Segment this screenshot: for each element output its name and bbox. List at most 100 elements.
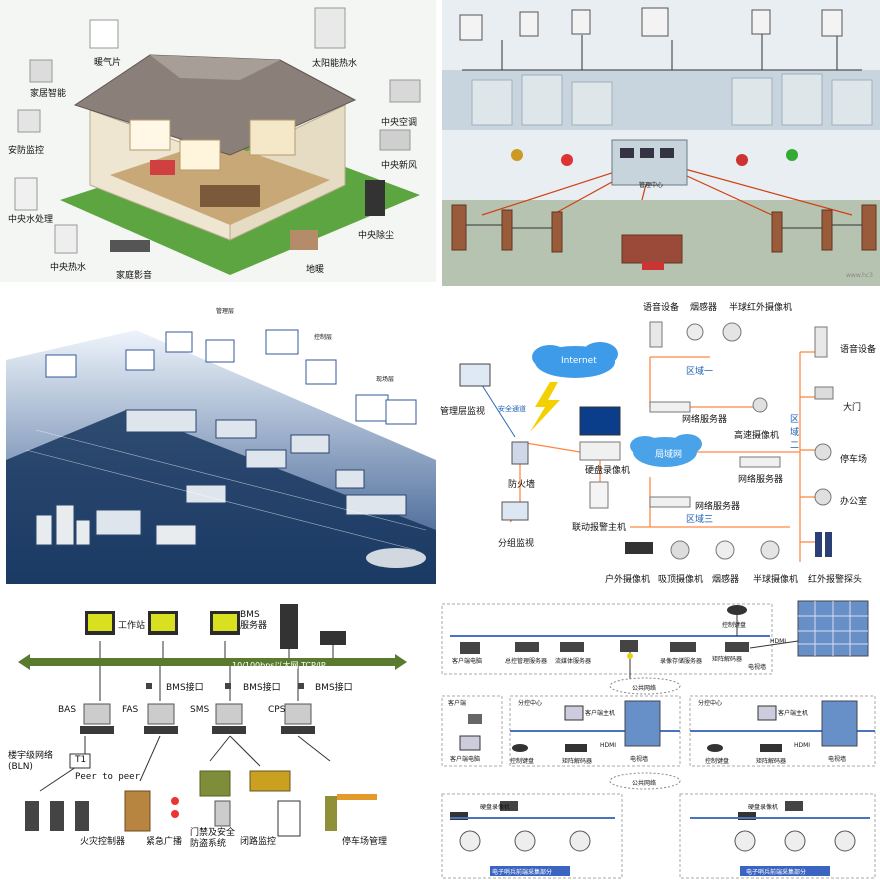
bottom-cctv: 闭路监控 <box>240 837 277 847</box>
top-hdmi: HDMI <box>770 638 787 645</box>
right-office: 办公室 <box>840 497 868 507</box>
subsystem-sms: SMS <box>190 705 210 715</box>
front-end-2: 电子哨兵前端采集部分 <box>746 869 807 876</box>
ctrl-kbd-2: 控制键盘 <box>705 758 730 765</box>
subsystem-cps: CPS <box>268 705 286 715</box>
zone-1: 区域一 <box>686 367 714 377</box>
top-device-ir-dome: 半球红外摄像机 <box>729 303 793 313</box>
srv-stream: 流媒体服务器 <box>555 658 592 665</box>
label-central-air: 中央新风 <box>381 161 418 171</box>
right-gate: 大门 <box>843 403 862 413</box>
bottom-fire: 火灾控制器 <box>80 837 126 847</box>
bms-server-label: BMS 服务器 <box>240 610 268 631</box>
zone-2: 区域二 <box>790 415 800 451</box>
label-floor-heat: 地暖 <box>306 265 325 275</box>
bms-port-1: BMS接口 <box>166 683 204 693</box>
internet-cloud: Internet <box>561 356 597 366</box>
hdmi-2: HDMI <box>794 742 811 749</box>
video-diagram <box>441 600 876 879</box>
hs-camera-label: 高速摄像机 <box>734 431 780 441</box>
alarm-host-label: 联动报警主机 <box>572 523 627 533</box>
zone-3: 区域三 <box>686 515 714 525</box>
bottom-outdoor-cam: 户外摄像机 <box>605 575 651 585</box>
net-server-1: 网络服务器 <box>682 415 728 425</box>
community-illustration <box>442 7 880 286</box>
bln-label: 楼宇级网络 (BLN) <box>8 751 54 772</box>
firewall-label: 防火墙 <box>508 480 536 490</box>
public-net-1: 公共网络 <box>632 685 657 692</box>
srv-tv-wall: 电视墙 <box>748 664 767 671</box>
tv-wall-1: 电视墙 <box>630 756 649 763</box>
client-label: 客户端 <box>448 700 467 707</box>
bms-panel: 工作站 BMS 服务器 10/100bps以太网 TCP/IP BMS接口 BM… <box>0 596 436 880</box>
watermark: www.hc3 <box>846 272 873 279</box>
subsystem-bas: BAS <box>58 705 77 715</box>
client-pc-label: 客户端电脑 <box>450 756 481 763</box>
subsystem-fas: FAS <box>122 705 139 715</box>
srv-matrix: 矩阵解码器 <box>712 656 743 663</box>
client-host-1: 客户端主机 <box>585 710 616 717</box>
bottom-parking: 停车场管理 <box>342 837 388 847</box>
workstation-label: 工作站 <box>118 621 146 631</box>
srv-storage: 录像存储服务器 <box>660 658 703 665</box>
label-heater: 暖气片 <box>94 58 122 68</box>
layer-management: 管理层 <box>216 308 235 315</box>
layer-field: 现场层 <box>376 376 395 383</box>
bottom-smoke: 烟感器 <box>712 575 740 585</box>
industrial-illustration <box>6 329 436 584</box>
dvr-2: 硬盘录像机 <box>748 804 779 811</box>
cctv-diagram <box>459 321 834 562</box>
top-control-keyboard: 控制键盘 <box>722 622 747 629</box>
smart-home-panel: 暖气片 太阳能热水 家居智能 安防监控 中央空调 中央新风 中央水处理 中央除尘… <box>0 0 436 282</box>
label-smart-home: 家居智能 <box>30 89 67 99</box>
dvr-1: 硬盘录像机 <box>480 804 511 811</box>
ctrl-kbd-1: 控制键盘 <box>510 758 535 765</box>
label-central-ac: 中央空调 <box>381 118 418 128</box>
right-voice: 语音设备 <box>840 345 877 355</box>
client-host-2: 客户端主机 <box>778 710 809 717</box>
bottom-broadcast: 紧急广播 <box>146 837 183 847</box>
label-security-monitor: 安防监控 <box>8 146 45 156</box>
front-end-1: 电子哨兵前端采集部分 <box>492 869 553 876</box>
label-dust: 中央除尘 <box>358 231 395 241</box>
community-panel: 管理中心 www.hc3 <box>442 0 880 286</box>
video-network-panel: 控制键盘 HDMI 客户端电脑 总控管理服务器 流媒体服务器 录像存储服务器 矩… <box>440 596 880 880</box>
bms-port-2: BMS接口 <box>243 683 281 693</box>
srv-master: 总控管理服务器 <box>505 658 548 665</box>
top-device-voice: 语音设备 <box>643 303 680 313</box>
label-home-av: 家庭影音 <box>116 271 153 281</box>
house-illustration <box>14 7 421 275</box>
safe-channel: 安全通道 <box>498 405 526 413</box>
bottom-ir-detector: 红外报警探头 <box>808 575 863 585</box>
ethernet-label: 10/100bps以太网 TCP/IP <box>232 661 326 670</box>
layer-control: 控制层 <box>314 334 333 341</box>
branch-2: 分控中心 <box>698 700 723 707</box>
bms-diagram <box>18 604 407 837</box>
cctv-panel: 语音设备 烟感器 半球红外摄像机 Internet 局域网 区域一 区域二 区域… <box>440 292 880 588</box>
matrix-2: 矩阵解码器 <box>756 758 787 765</box>
top-device-smoke: 烟感器 <box>690 303 718 313</box>
p2p-label: Peer to peer <box>75 772 141 782</box>
bottom-dome-cam: 半球摄像机 <box>753 575 799 585</box>
t1-label: T1 <box>75 755 87 765</box>
dvr-label: 硬盘录像机 <box>585 466 631 476</box>
branch-1: 分控中心 <box>518 700 543 707</box>
label-water-treatment: 中央水处理 <box>8 215 54 225</box>
net-server-3: 网络服务器 <box>695 502 741 512</box>
label-solar-water: 太阳能热水 <box>312 59 358 69</box>
label-hot-water: 中央热水 <box>50 263 87 273</box>
matrix-1: 矩阵解码器 <box>562 758 593 765</box>
industrial-panel: 管理层 控制层 现场层 <box>6 300 436 584</box>
right-parking: 停车场 <box>840 455 868 465</box>
center-label: 管理中心 <box>639 182 664 189</box>
bms-port-3: BMS接口 <box>315 683 353 693</box>
srv-client-pc: 客户端电脑 <box>452 658 483 665</box>
hdmi-1: HDMI <box>600 742 617 749</box>
tv-wall-2: 电视墙 <box>828 756 847 763</box>
public-net-2: 公共网络 <box>632 780 657 787</box>
bottom-ceiling-cam: 吸顶摄像机 <box>658 575 704 585</box>
bottom-access: 门禁及安全 防盗系统 <box>190 828 236 849</box>
lan-cloud: 局域网 <box>655 450 683 460</box>
mgmt-monitor: 管理层监视 <box>440 407 486 417</box>
net-server-2: 网络服务器 <box>738 475 784 485</box>
